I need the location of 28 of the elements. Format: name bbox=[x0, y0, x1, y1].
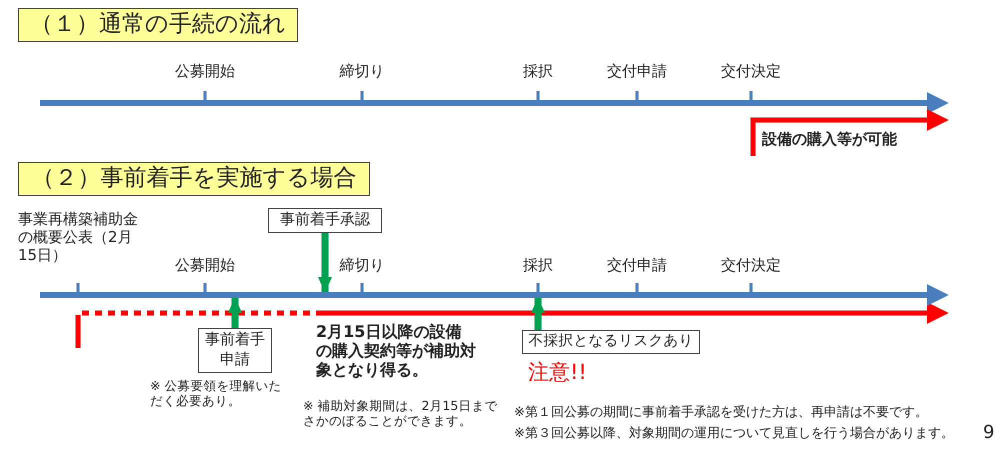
section-heading: （１）通常の手続の流れ bbox=[18, 8, 298, 42]
milestone-label: 交付申請 bbox=[607, 62, 667, 80]
period-label: 2月15日以降の設備の購入契約等が補助対象となり得る。 bbox=[316, 322, 476, 380]
event-box: 事前着手申請 bbox=[198, 328, 272, 373]
arrow bbox=[228, 297, 242, 328]
milestone-label: 交付決定 bbox=[721, 62, 781, 80]
note-box: 不採択となるリスクあり bbox=[522, 330, 700, 354]
footnote-text: ※第３回公募以降、対象期間の運用について見直しを行う場合があります。 bbox=[514, 426, 954, 442]
milestone-label: 交付決定 bbox=[721, 256, 781, 274]
milestone-label: 公募開始 bbox=[175, 62, 235, 80]
milestone-label: 採択 bbox=[523, 256, 553, 274]
period-label: 設備の購入等が可能 bbox=[762, 130, 897, 148]
arrow bbox=[318, 233, 332, 293]
milestone-label: 締切り bbox=[340, 256, 384, 274]
milestone-label: 採択 bbox=[523, 62, 553, 80]
note-text: ※ 公募要領を理解いただく必要あり。 bbox=[150, 378, 282, 408]
event-label: 事業再構築補助金の概要公表（2月15日） bbox=[18, 210, 139, 264]
section-heading: （２）事前着手を実施する場合 bbox=[18, 162, 370, 196]
milestone-label: 交付申請 bbox=[607, 256, 667, 274]
arrow bbox=[531, 297, 545, 330]
note-text: ※ 補助対象期間は、2月15日までさかのぼることができます。 bbox=[303, 398, 498, 428]
page-number: 9 bbox=[983, 422, 994, 444]
milestone-label: 締切り bbox=[340, 62, 384, 80]
milestone-label: 公募開始 bbox=[175, 256, 235, 274]
footnote-text: ※第１回公募の期間に事前着手承認を受けた方は、再申請は不要です。 bbox=[514, 405, 928, 421]
warning-text: 注意!! bbox=[528, 360, 587, 386]
event-box: 事前着手承認 bbox=[268, 208, 382, 233]
timeline-axis bbox=[40, 283, 949, 306]
